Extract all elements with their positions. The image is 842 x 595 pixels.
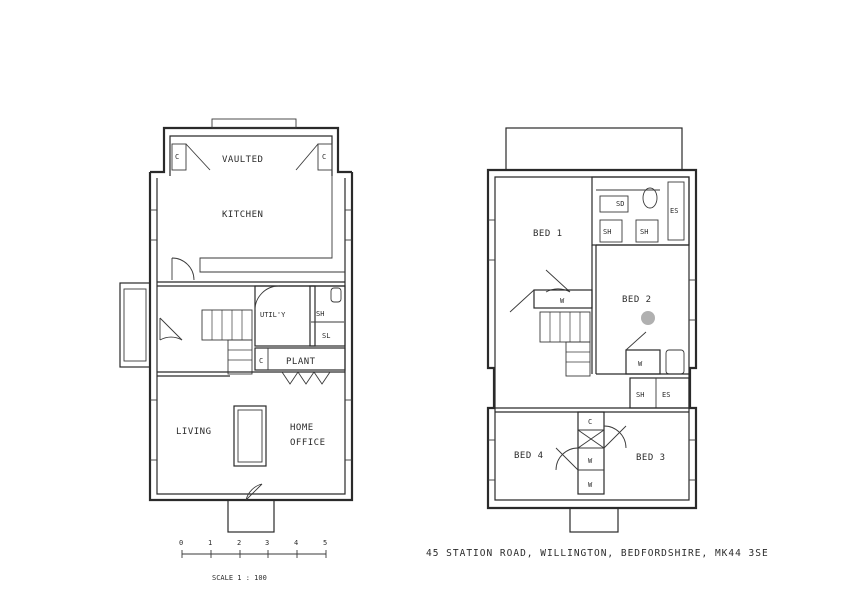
utility-room <box>254 285 316 347</box>
position-marker <box>641 311 655 325</box>
label-en-suite-shower-small: SH <box>640 228 648 236</box>
label-bed2-wardrobe: W <box>638 360 643 368</box>
label-bed2: BED 2 <box>622 295 652 305</box>
label-wardrobe-2: W <box>588 481 593 489</box>
kitchen-cupboard-right <box>317 143 333 171</box>
scale-tick-1: 1 <box>208 539 212 547</box>
scale-tick-2: 2 <box>237 539 241 547</box>
landing-wardrobe <box>533 289 593 309</box>
roof-over-kitchen <box>505 127 683 171</box>
label-cupboard-right: C <box>322 153 326 161</box>
label-bed3: BED 3 <box>636 453 666 463</box>
label-sd: SD <box>616 200 624 208</box>
label-bathroom-es: ES <box>662 391 670 399</box>
label-utility: UTIL'Y <box>260 311 286 319</box>
kitchen-bay-wall <box>150 126 352 174</box>
first-floor-outer-wall <box>486 168 698 510</box>
label-shower: SH <box>316 310 324 318</box>
kitchen-door <box>171 257 195 281</box>
kitchen-cupboard-left <box>171 143 187 171</box>
label-sl: SL <box>322 332 330 340</box>
label-plant-cupboard: C <box>259 357 263 365</box>
label-wardrobe-cupboard: C <box>588 418 592 426</box>
plant-room <box>254 347 346 371</box>
label-en-suite-top: ES <box>670 207 678 215</box>
ground-floor-plan: C C VAULTED KITCHEN UTIL'Y SH SL C PLANT… <box>119 118 354 533</box>
scale-tick-0: 0 <box>179 539 183 547</box>
label-vaulted: VAULTED <box>222 155 263 165</box>
label-bed4: BED 4 <box>514 451 544 461</box>
property-address: 45 STATION ROAD, WILLINGTON, BEDFORDSHIR… <box>426 548 769 559</box>
first-floor-plan: BED 1 SD ES SH SH BED 2 W W SH ES C W W … <box>486 127 698 533</box>
label-office: OFFICE <box>290 438 326 448</box>
scale-tick-4: 4 <box>294 539 298 547</box>
bed2-wardrobe <box>625 349 661 375</box>
porch-roof <box>569 507 619 533</box>
label-home: HOME <box>290 423 314 433</box>
label-landing-wardrobe: W <box>560 297 565 305</box>
living-bay-window <box>119 282 151 368</box>
label-plant: PLANT <box>286 357 316 367</box>
shower-room <box>309 285 346 347</box>
ground-floor-stairs <box>201 309 253 375</box>
label-kitchen: KITCHEN <box>222 210 263 220</box>
label-wardrobe-1: W <box>588 457 593 465</box>
wardrobe-column <box>577 411 605 495</box>
label-bed1: BED 1 <box>533 229 563 239</box>
first-floor-stairs <box>539 311 591 377</box>
scale-label: SCALE 1 : 100 <box>212 574 267 582</box>
scale-bar: 0 1 2 3 4 5 SCALE 1 : 100 <box>179 539 327 582</box>
roof-light <box>211 118 297 129</box>
label-bathroom-shower: SH <box>636 391 644 399</box>
scale-tick-3: 3 <box>265 539 269 547</box>
label-cupboard-left: C <box>175 153 179 161</box>
stove <box>233 405 267 467</box>
scale-tick-5: 5 <box>323 539 327 547</box>
front-porch <box>227 499 275 533</box>
kitchen-counter <box>199 176 345 273</box>
label-en-suite-shower: SH <box>603 228 611 236</box>
label-living: LIVING <box>176 427 212 437</box>
